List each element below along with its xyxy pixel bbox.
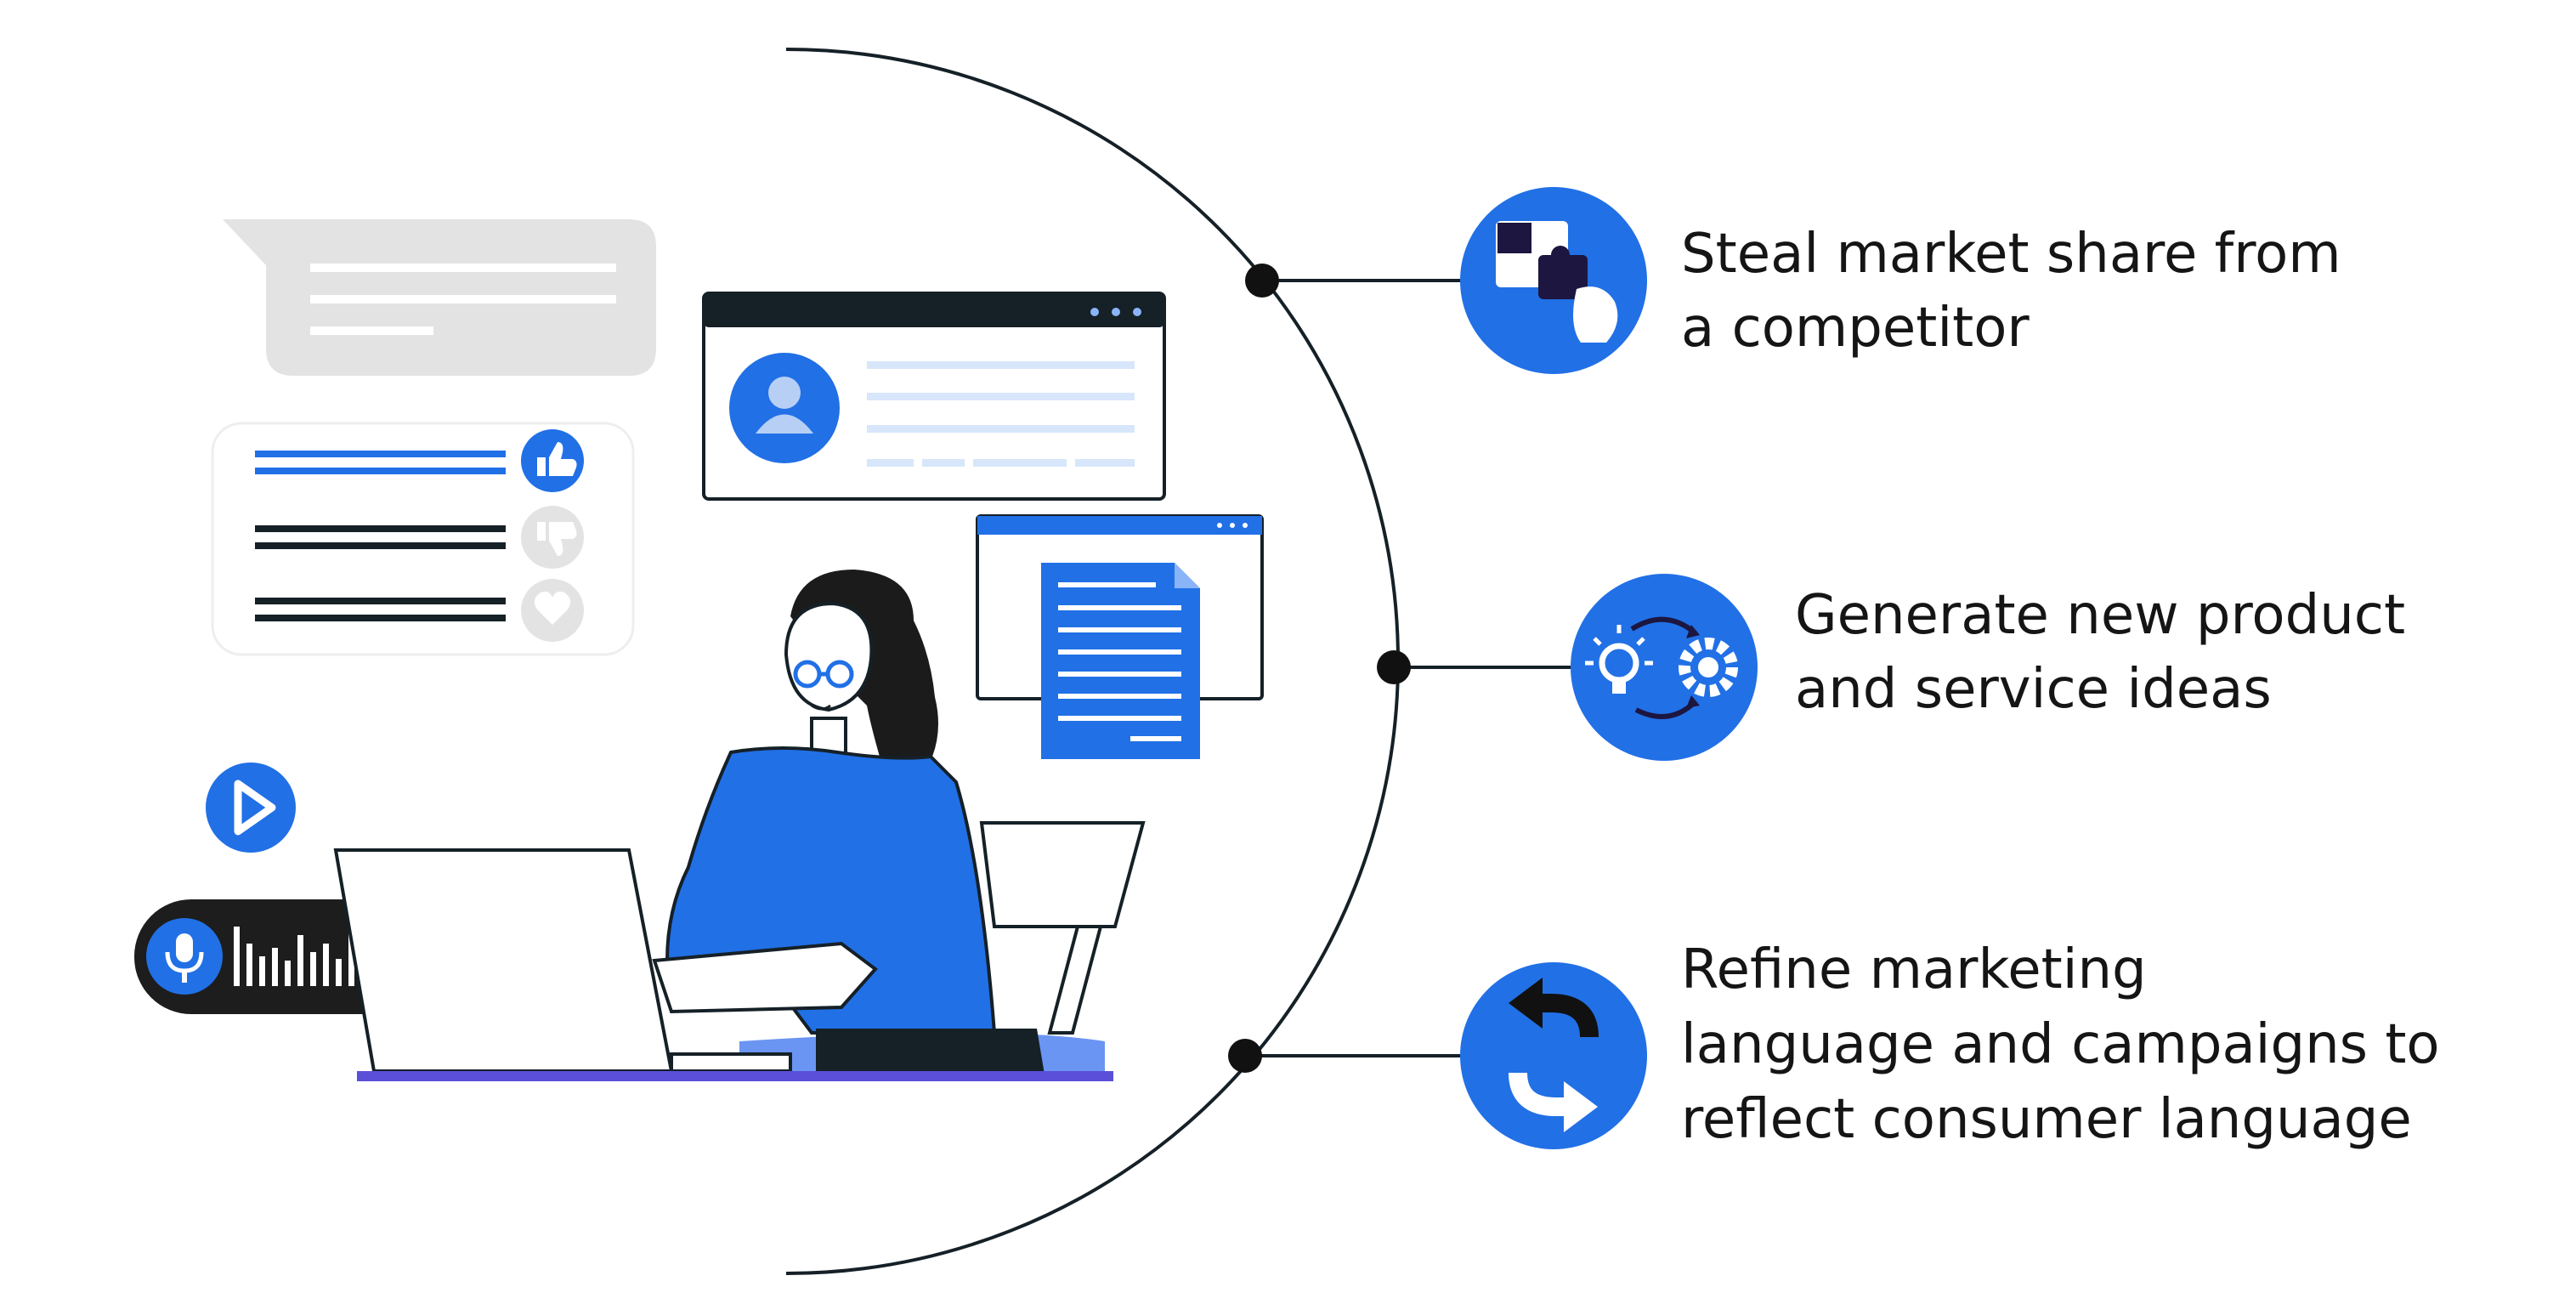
reaction-card [211,422,635,656]
play-button [206,763,296,853]
idea-to-gear-icon [1571,574,1758,761]
document-window [976,514,1264,759]
benefit-1-line-2: a competitor [1681,297,2030,360]
illustration [134,219,1264,1081]
puzzle-hand-icon [1460,187,1647,374]
desk-surface [357,1071,1113,1081]
connector-node-2 [1377,650,1411,684]
benefit-2-text: Generate new product and service ideas [1795,584,2422,721]
benefit-1-line-1: Steal market share from [1681,223,2341,286]
benefit-3-text: Refine marketing language and campaigns … [1681,938,2457,1151]
office-chair [979,821,1146,928]
benefit-2-line-1: Generate new product [1795,584,2405,647]
connector-node-3 [1228,1039,1262,1073]
connector-node-1 [1245,264,1279,298]
profile-window [702,292,1166,501]
woman-at-laptop [652,570,1105,1080]
benefit-2-line-2: and service ideas [1795,658,2272,721]
refresh-arrows-icon [1460,962,1647,1149]
chat-bubble [223,219,656,376]
benefit-1-text: Steal market share from a competitor [1681,223,2358,360]
connectors [1228,264,1577,1073]
document-icon [1041,563,1200,759]
benefit-3-line-1: Refine marketing [1681,938,2147,1001]
benefit-3-line-2: language and campaigns to [1681,1013,2440,1076]
benefit-3-line-3: reflect consumer language [1681,1088,2412,1151]
